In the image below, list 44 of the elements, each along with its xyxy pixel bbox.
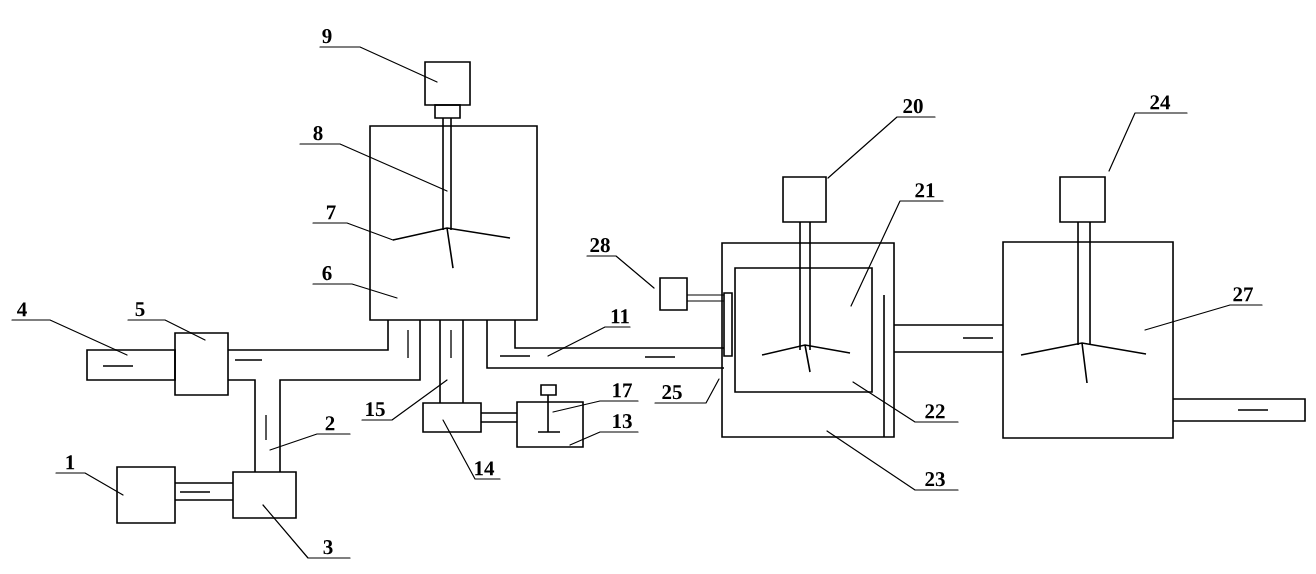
callout-number: 13 [613, 414, 632, 429]
callout-number: 9 [322, 29, 332, 44]
leader-line [312, 283, 398, 299]
callout-number: 23 [925, 472, 945, 487]
leader-line [547, 326, 631, 357]
callout-number: 7 [326, 205, 336, 220]
leader-line [319, 46, 438, 83]
callout-number: 6 [322, 266, 332, 281]
callout-number: 5 [135, 302, 145, 317]
leader-line [569, 431, 639, 446]
callout-number: 17 [613, 383, 632, 398]
leader-line [442, 419, 501, 480]
callout-number: 15 [366, 402, 385, 417]
leader-line [552, 400, 639, 413]
callout-number: 20 [903, 99, 923, 114]
callout-number: 25 [662, 385, 682, 400]
leader-line [55, 472, 124, 496]
leader-line [1108, 112, 1188, 172]
leader-line [850, 200, 944, 307]
callout-number: 8 [313, 126, 323, 141]
leader-line [827, 116, 936, 179]
callout-number: 21 [915, 183, 935, 198]
leader-line [826, 430, 959, 491]
callout-number: 27 [1233, 287, 1253, 302]
leader-line [654, 378, 720, 404]
leader-line [361, 379, 448, 421]
leader-line [1144, 304, 1263, 331]
callout-number: 14 [475, 461, 495, 476]
leader-line [262, 504, 351, 559]
leader-line [312, 222, 394, 241]
leader-line [127, 319, 206, 341]
leader-line [586, 255, 655, 289]
callout-number: 3 [323, 540, 333, 555]
callout-number: 28 [590, 238, 610, 253]
leader-line [299, 143, 448, 192]
callout-number: 22 [925, 404, 945, 419]
leader-line [852, 381, 959, 423]
callout-number: 1 [66, 455, 75, 470]
callout-number: 11 [611, 309, 629, 324]
leader-line [11, 319, 128, 356]
callout-number: 2 [325, 416, 335, 431]
callout-number: 4 [17, 302, 27, 317]
callout-number: 24 [1150, 95, 1171, 110]
leader-line [269, 433, 351, 451]
